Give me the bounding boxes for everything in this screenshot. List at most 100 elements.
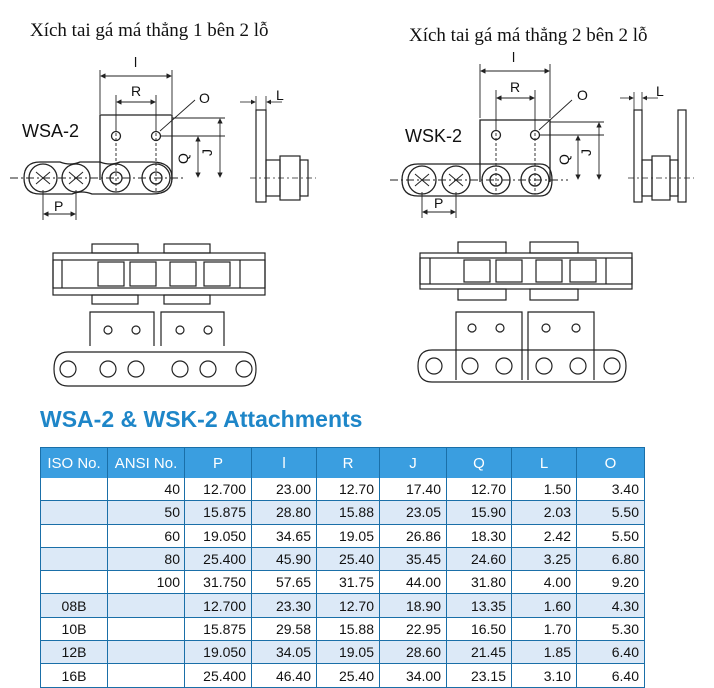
table-cell: 08B xyxy=(40,593,108,618)
table-header-row: ISO No. ANSI No. P l R J Q L O xyxy=(40,447,645,478)
table-cell: 23.05 xyxy=(379,500,447,525)
table-cell: 10B xyxy=(40,617,108,642)
table-cell: 31.750 xyxy=(184,570,252,595)
label-l-side-right: L xyxy=(656,83,664,99)
table-cell: 15.88 xyxy=(316,617,380,642)
table-cell: 6.40 xyxy=(576,663,645,688)
wsa2-top-view xyxy=(52,243,266,305)
wsk2-bottom-view xyxy=(417,311,627,383)
table-cell xyxy=(40,500,108,525)
table-cell: 28.60 xyxy=(379,640,447,665)
header-ansi: ANSI No. xyxy=(107,447,185,478)
label-q-right: Q xyxy=(556,154,572,165)
table-cell: 17.40 xyxy=(379,478,447,502)
table-cell: 2.03 xyxy=(511,500,577,525)
table-cell: 31.75 xyxy=(316,570,380,595)
table-cell: 34.00 xyxy=(379,663,447,688)
table-cell: 13.35 xyxy=(446,593,512,618)
header-r: R xyxy=(316,447,380,478)
table-cell: 3.10 xyxy=(511,663,577,688)
table-cell: 34.05 xyxy=(251,640,317,665)
table-cell: 40 xyxy=(107,478,185,502)
table-cell: 23.30 xyxy=(251,593,317,618)
table-cell: 46.40 xyxy=(251,663,317,688)
wsk2-top-view xyxy=(419,241,633,301)
table-cell: 15.90 xyxy=(446,500,512,525)
table-cell: 18.30 xyxy=(446,524,512,548)
table-cell: 4.00 xyxy=(511,570,577,595)
header-l-thickness: L xyxy=(511,447,577,478)
table-cell: 12.70 xyxy=(316,478,380,502)
table-cell: 19.05 xyxy=(316,524,380,548)
table-cell xyxy=(107,663,185,688)
table-cell xyxy=(107,593,185,618)
label-j-right: J xyxy=(578,149,594,156)
table-cell: 50 xyxy=(107,500,185,525)
table-cell: 15.88 xyxy=(316,500,380,525)
wsa2-end-view xyxy=(240,96,316,203)
table-cell xyxy=(40,547,108,572)
header-q: Q xyxy=(446,447,512,478)
header-iso: ISO No. xyxy=(40,447,108,478)
table-cell: 4.30 xyxy=(576,593,645,618)
table-cell xyxy=(40,524,108,548)
header-l: l xyxy=(251,447,317,478)
table-cell: 44.00 xyxy=(379,570,447,595)
table-cell: 60 xyxy=(107,524,185,548)
table-cell: 28.80 xyxy=(251,500,317,525)
header-p: P xyxy=(184,447,252,478)
wsk2-end-view xyxy=(620,92,694,203)
label-j-left: J xyxy=(199,149,215,156)
caption-single-side: Xích tai gá má thẳng 1 bên 2 lỗ xyxy=(30,20,269,41)
table-cell: 12.700 xyxy=(184,478,252,502)
table-cell: 1.85 xyxy=(511,640,577,665)
label-o-left: O xyxy=(199,90,210,106)
table-cell: 34.65 xyxy=(251,524,317,548)
table-cell: 12.700 xyxy=(184,593,252,618)
label-o-right: O xyxy=(577,87,588,103)
table-cell: 15.875 xyxy=(184,500,252,525)
table-cell: 16B xyxy=(40,663,108,688)
table-cell: 1.50 xyxy=(511,478,577,502)
table-cell: 12.70 xyxy=(316,593,380,618)
table-cell: 16.50 xyxy=(446,617,512,642)
table-cell xyxy=(40,478,108,502)
table-cell: 45.90 xyxy=(251,547,317,572)
table-cell: 3.25 xyxy=(511,547,577,572)
label-q-left: Q xyxy=(175,153,191,164)
table-cell: 9.20 xyxy=(576,570,645,595)
table-cell: 19.05 xyxy=(316,640,380,665)
table-cell: 19.050 xyxy=(184,640,252,665)
table-cell xyxy=(107,617,185,642)
label-p-right: P xyxy=(434,195,443,211)
label-r-right: R xyxy=(510,79,520,95)
table-cell: 25.40 xyxy=(316,547,380,572)
table-cell: 26.86 xyxy=(379,524,447,548)
label-l-right: l xyxy=(512,49,515,65)
table-cell: 3.40 xyxy=(576,478,645,502)
table-cell: 24.60 xyxy=(446,547,512,572)
table-cell: 18.90 xyxy=(379,593,447,618)
table-title: WSA-2 & WSK-2 Attachments xyxy=(40,406,363,432)
table-cell: 22.95 xyxy=(379,617,447,642)
label-p-left: P xyxy=(54,198,63,214)
table-cell: 80 xyxy=(107,547,185,572)
table-cell: 6.40 xyxy=(576,640,645,665)
table-cell: 12B xyxy=(40,640,108,665)
table-cell xyxy=(40,570,108,595)
header-o: O xyxy=(576,447,645,478)
table-cell: 31.80 xyxy=(446,570,512,595)
table-cell: 6.80 xyxy=(576,547,645,572)
table-cell: 5.30 xyxy=(576,617,645,642)
table-cell: 5.50 xyxy=(576,500,645,525)
label-l-left: l xyxy=(134,54,137,70)
label-wsa2: WSA-2 xyxy=(22,121,79,141)
label-r-left: R xyxy=(131,83,141,99)
